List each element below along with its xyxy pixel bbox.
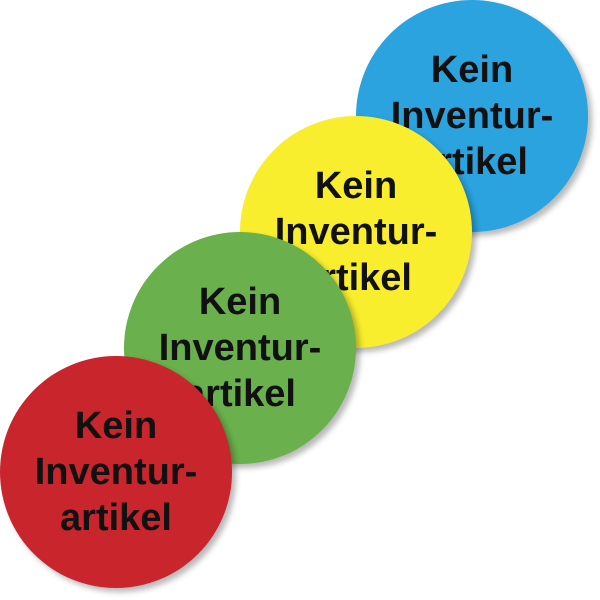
sticker-text-line-1: Kein: [314, 165, 398, 207]
sticker-text-line-2: Inventur-: [274, 211, 438, 253]
sticker-text-line-1: Kein: [430, 49, 514, 91]
sticker-red: Kein Inventur- artikel: [0, 356, 232, 588]
sticker-text-line-2: Inventur-: [34, 451, 198, 493]
sticker-text-line-3: artikel: [60, 497, 172, 539]
sticker-text-line-2: Inventur-: [390, 95, 554, 137]
sticker-text-line-1: Kein: [74, 405, 158, 447]
sticker-text-line-1: Kein: [198, 281, 282, 323]
sticker-text-line-2: Inventur-: [158, 327, 322, 369]
